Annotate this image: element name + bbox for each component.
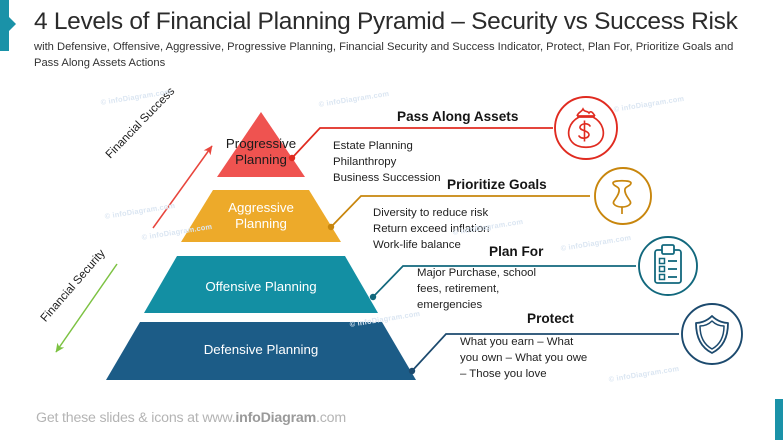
callout-line: Work-life balance — [373, 239, 461, 252]
page-title: 4 Levels of Financial Planning Pyramid –… — [34, 8, 738, 35]
watermark: © infoDiagram.com — [318, 88, 390, 109]
pyramid-label-progressive-line1: Progressive — [225, 136, 297, 151]
callout-line: Major Purchase, school — [417, 267, 537, 279]
callout-line: fees, retirement, — [417, 283, 500, 296]
callout-line: What you earn – What — [460, 336, 574, 348]
watermark: © infoDiagram.com — [560, 232, 632, 253]
accent-bar-left-tip — [9, 17, 16, 31]
callout-body-protect: What you earn – What you own – What you … — [460, 334, 625, 383]
pushpin-icon[interactable] — [594, 167, 652, 225]
callout-line: – Those you love — [460, 368, 547, 381]
callout-line: emergencies — [417, 299, 483, 312]
header: 4 Levels of Financial Planning Pyramid –… — [34, 8, 754, 71]
callout-body-pass-along-assets: Estate Planning Philanthropy Business Su… — [333, 138, 513, 187]
pyramid-label-offensive: Offensive Planning — [205, 279, 317, 294]
callout-title-prioritize-goals: Prioritize Goals — [447, 177, 547, 192]
money-bag-icon[interactable] — [554, 96, 618, 160]
pyramid-label-progressive: Progressive Planning — [196, 136, 326, 168]
shield-icon[interactable] — [681, 303, 743, 365]
pyramid-label-aggressive-line1: Aggressive — [228, 200, 294, 215]
callout-title-plan-for: Plan For — [489, 244, 544, 259]
watermark: © infoDiagram.com — [141, 221, 213, 242]
footer-promo[interactable]: Get these slides & icons at www.infoDiag… — [36, 410, 346, 426]
callout-line: you own – What you owe — [460, 352, 588, 365]
page-subtitle: with Defensive, Offensive, Aggressive, P… — [34, 41, 734, 69]
accent-bar-right — [775, 399, 783, 440]
callout-body-prioritize-goals: Diversity to reduce risk Return exceed i… — [373, 205, 563, 254]
callout-line: Diversity to reduce risk — [373, 207, 489, 219]
financial-security-label: Financial Security — [38, 246, 108, 325]
footer-suffix: .com — [316, 410, 346, 426]
watermark: © infoDiagram.com — [349, 308, 421, 329]
pyramid-label-aggressive: Aggressive Planning — [196, 200, 326, 232]
footer-prefix: Get these slides & icons at www. — [36, 410, 236, 426]
pyramid-label-progressive-line2: Planning — [235, 152, 287, 168]
watermark: © infoDiagram.com — [613, 93, 685, 114]
clipboard-checklist-icon[interactable] — [638, 236, 698, 296]
pyramid-label-aggressive-line2: Planning — [235, 216, 287, 232]
callout-line: Estate Planning — [333, 140, 413, 152]
callout-line: Philanthropy — [333, 156, 397, 169]
watermark: © infoDiagram.com — [104, 200, 176, 221]
accent-bar-left — [0, 0, 9, 51]
footer-brand: infoDiagram — [235, 410, 316, 426]
callout-line: Business Succession — [333, 172, 441, 185]
callout-title-pass-along-assets: Pass Along Assets — [397, 109, 519, 124]
callout-title-protect: Protect — [527, 311, 574, 326]
callout-body-plan-for: Major Purchase, school fees, retirement,… — [417, 265, 572, 314]
pyramid-label-defensive: Defensive Planning — [203, 342, 319, 357]
callout-line: Return exceed inflation — [373, 223, 490, 236]
